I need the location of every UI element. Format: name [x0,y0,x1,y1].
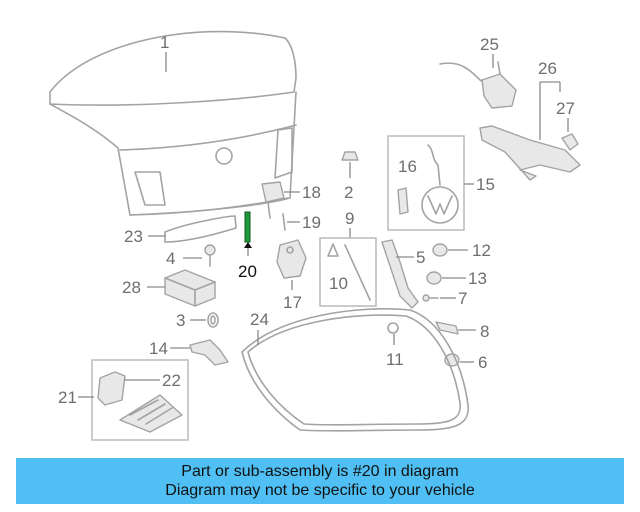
part-bolt-4 [204,244,216,267]
callout-23: 23 [124,227,143,246]
part-grommet [207,312,219,328]
callout-2: 2 [344,183,353,202]
part-control-module [164,269,216,307]
banner-line-2: Diagram may not be specific to your vehi… [165,482,475,499]
callout-10: 10 [329,274,348,293]
callout-27: 27 [556,99,575,118]
callout-9: 9 [345,209,354,228]
box-strut [319,237,377,307]
part-20-highlighted [244,211,251,243]
part-lock-actuator [97,371,183,433]
part-strut [327,243,371,301]
callout-1: 1 [160,33,169,52]
callout-21: 21 [58,388,77,407]
callout-11: 11 [386,350,404,369]
callout-12: 12 [472,241,491,260]
part-nut-2 [341,151,359,161]
part-hinge-arm [479,125,581,181]
info-banner: Part or sub-assembly is #20 in diagram D… [16,458,624,504]
callout-6: 6 [478,353,487,372]
callout-25: 25 [480,35,499,54]
callout-8: 8 [480,322,489,341]
parts-diagram: 1 23 4 28 3 14 22 21 20 [49,30,581,441]
callout-13: 13 [468,269,487,288]
callout-4: 4 [166,249,175,268]
part-latch-bracket [189,339,229,366]
part-actuator-25 [439,61,517,109]
box-lock-assembly [91,359,189,441]
part-latch-motor [276,239,307,279]
banner-line-1: Part or sub-assembly is #20 in diagram [181,463,459,480]
callout-24: 24 [250,310,269,329]
callout-15: 15 [476,175,495,194]
part-screw-7 [422,294,439,302]
part-bumper-13 [426,271,442,285]
part-pin-19 [282,213,286,231]
callout-22: 22 [162,371,181,390]
part-hinge [381,239,419,309]
part-garnish-strip [164,215,237,243]
callout-5: 5 [416,248,425,267]
part-switch-18 [261,181,285,219]
part-clip-11 [387,322,399,334]
callout-18: 18 [302,183,321,202]
callout-3: 3 [176,311,185,330]
callout-16: 16 [398,157,417,176]
part-bumper-12 [432,243,448,257]
part-striker [435,321,459,335]
part-emblem [397,144,459,224]
part-weatherstrip [241,308,469,432]
callout-19: 19 [302,213,321,232]
callout-28: 28 [122,278,141,297]
callout-26: 26 [538,59,557,78]
callout-7: 7 [458,289,467,308]
callout-20: 20 [238,262,257,281]
box-emblem [387,135,465,231]
callout-14: 14 [149,339,168,358]
callout-17: 17 [283,293,302,312]
part-trunk-lid [49,30,297,216]
